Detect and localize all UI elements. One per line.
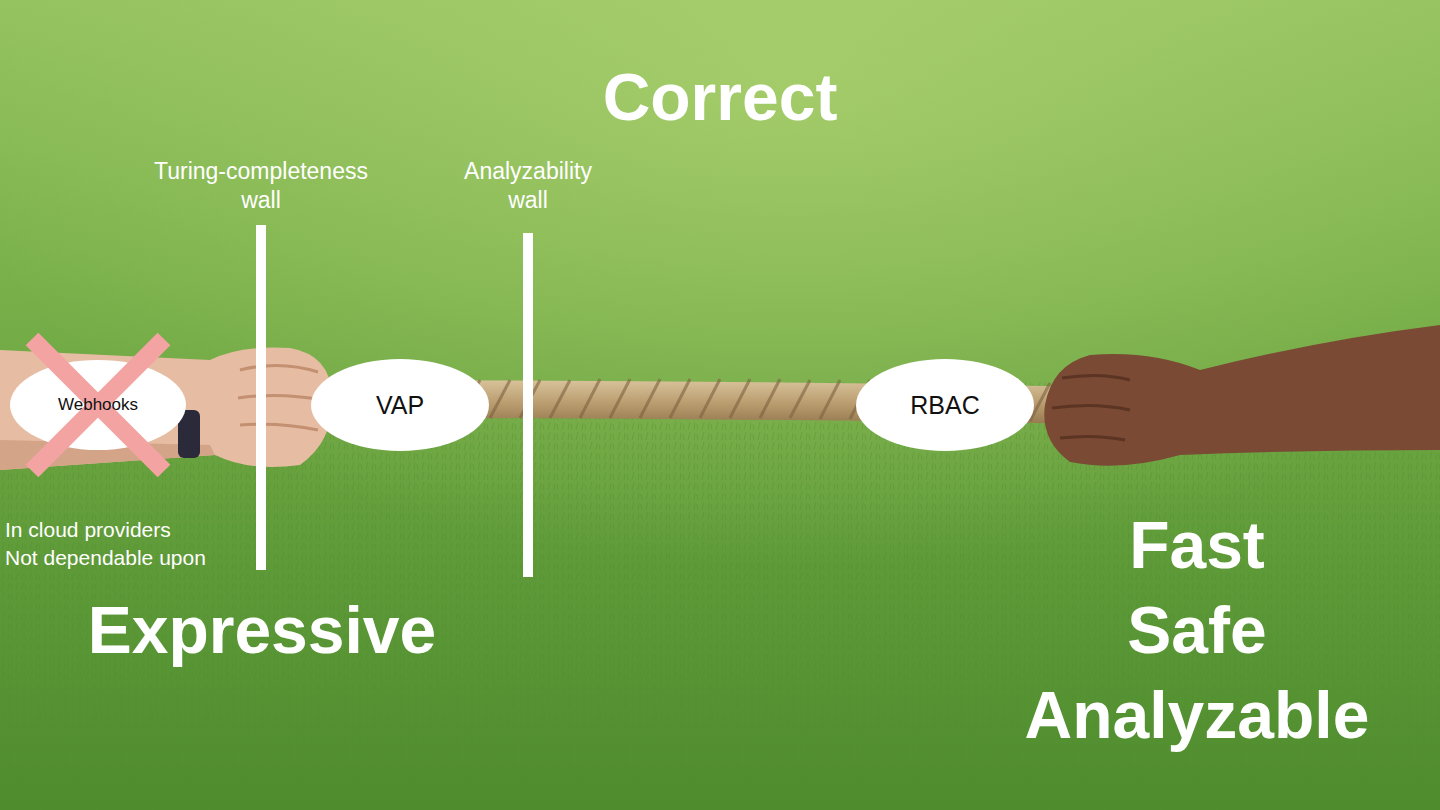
node-label: VAP [376,391,424,420]
wall-label: Analyzability wall [448,157,608,215]
axis-label: Fast [1129,504,1265,587]
axis-label: Safe [1127,589,1266,672]
axis-label: Expressive [88,589,437,672]
node-text-box: Webhooks [10,360,186,450]
node-text-box: VAP [311,359,489,451]
cross-mark [32,339,164,471]
node-label: RBAC [910,391,979,420]
note-text: In cloud providers [5,517,171,543]
ellipse-shape [10,360,186,450]
node-label: Webhooks [58,395,138,415]
title-heading: Correct [603,59,838,135]
ellipse-shape [311,359,489,451]
ellipse-node: RBAC [856,359,1034,451]
node-text-box: RBAC [856,359,1034,451]
ellipse-node: VAP [311,359,489,451]
wall-label: Turing-completeness wall [145,157,377,215]
note-text: Not dependable upon [5,545,206,571]
ellipse-shape [856,359,1034,451]
axis-label: Analyzable [1025,674,1370,757]
ellipse-node: Webhooks [10,360,186,450]
